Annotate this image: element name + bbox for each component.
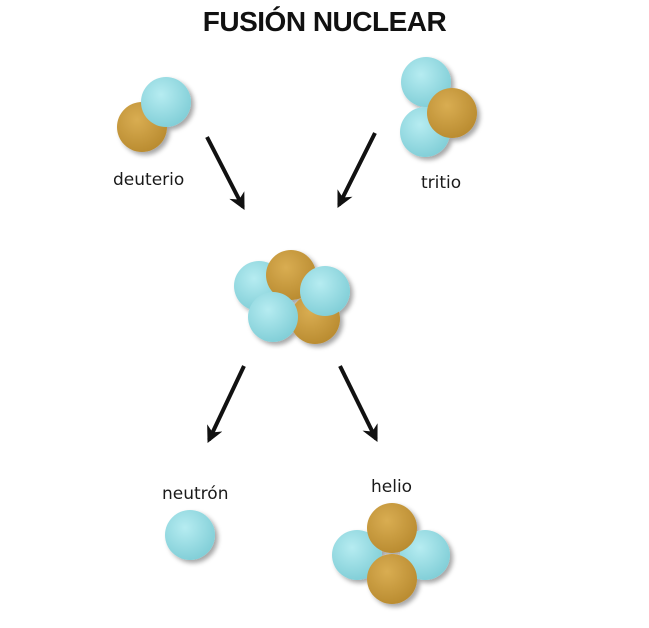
proton — [367, 503, 417, 553]
neutron — [248, 292, 298, 342]
label-tritio: tritio — [421, 173, 462, 193]
proton — [427, 88, 477, 138]
arrow-helio-out — [338, 365, 378, 443]
fused-nucleus — [234, 250, 350, 344]
proton — [367, 554, 417, 604]
tritium-nucleus — [400, 57, 477, 157]
label-neutron: neutrón — [162, 484, 229, 504]
neutron — [332, 530, 382, 580]
neutron — [300, 266, 350, 316]
neutron — [165, 510, 215, 560]
label-helio: helio — [371, 477, 413, 497]
neutron — [141, 77, 191, 127]
label-deuterio: deuterio — [113, 170, 185, 190]
helium-nucleus — [332, 503, 450, 604]
free-neutron — [165, 510, 215, 560]
arrow-deuterio-in — [205, 136, 245, 210]
deuterium-nucleus — [117, 77, 191, 152]
arrow-neutron-out — [207, 365, 246, 444]
diagram-title: FUSIÓN NUCLEAR — [202, 6, 447, 37]
arrow-tritio-in — [337, 132, 377, 209]
